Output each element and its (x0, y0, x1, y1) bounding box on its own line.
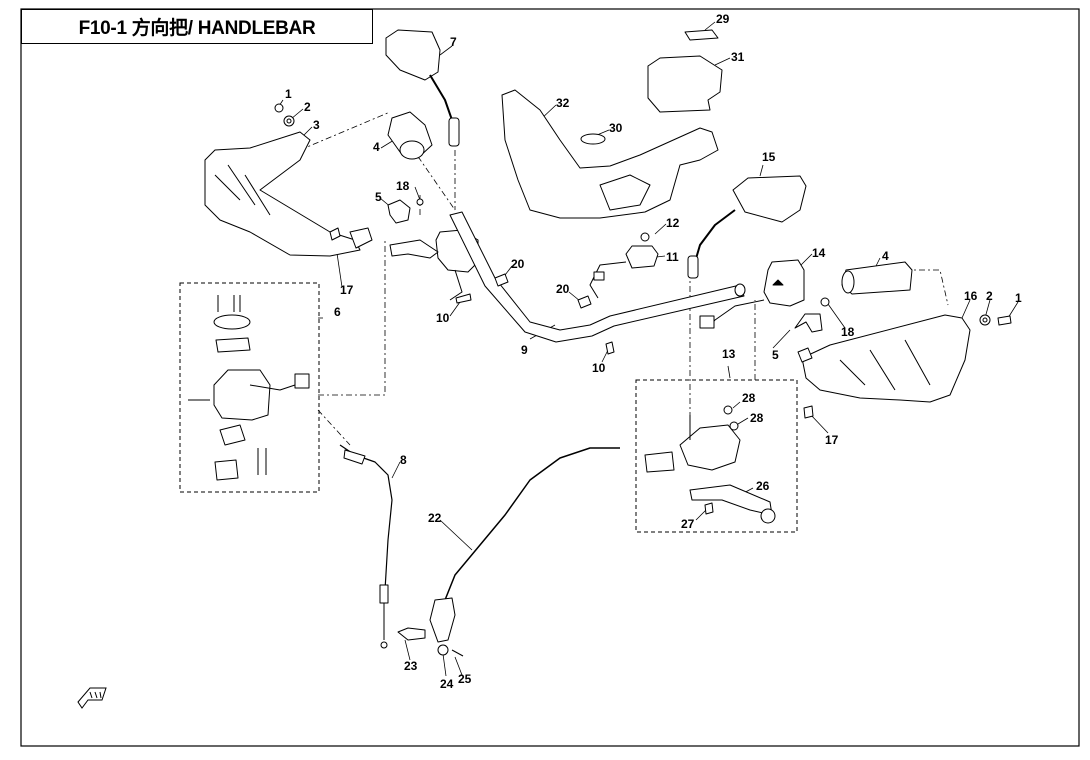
banjo-fitting (429, 597, 456, 643)
right-mirror-base (687, 255, 699, 279)
nut-28-a (723, 405, 733, 415)
screw-10-left (455, 293, 472, 304)
callout-22: 22 (428, 511, 442, 525)
callout-1-left: 1 (285, 87, 292, 101)
callout-29: 29 (716, 12, 730, 26)
callouts: 1 2 3 4 5 6 7 8 9 10 10 11 12 13 14 15 1… (285, 12, 1022, 691)
reservoir-cap (213, 314, 251, 330)
lever-ball-26 (760, 508, 776, 524)
pin-27 (704, 502, 714, 515)
callout-17-right: 17 (825, 433, 839, 447)
screw-1-right (997, 315, 1012, 326)
callout-14: 14 (812, 246, 826, 260)
callout-18-right: 18 (841, 325, 855, 339)
left-grip-end (399, 140, 425, 160)
sheet-border (20, 8, 1080, 747)
plate-29 (684, 29, 719, 41)
master-cylinder-left (213, 369, 271, 421)
screw-17-right (803, 405, 814, 419)
callout-4-left: 4 (373, 140, 380, 154)
callout-10-right: 10 (592, 361, 606, 375)
screw-10-right (605, 341, 615, 355)
clamp-5-left (387, 199, 411, 224)
right-mirror (732, 175, 807, 223)
callout-9: 9 (521, 343, 528, 357)
bolt-23 (397, 627, 426, 641)
brake-hose-22 (444, 447, 620, 601)
right-mirror-stem (694, 209, 736, 263)
clutch-lever-left (389, 239, 439, 259)
right-switch-14 (763, 259, 805, 307)
nut-18-right (820, 297, 830, 307)
clip-20-left (494, 273, 509, 287)
connector-6 (294, 373, 310, 389)
callout-1-right: 1 (1015, 291, 1022, 305)
title-box: F10-1 方向把/ HANDLEBAR (21, 9, 373, 44)
left-handguard (204, 131, 361, 257)
callout-13: 13 (722, 347, 736, 361)
cover-32 (501, 89, 719, 219)
callout-10-left: 10 (436, 311, 450, 325)
right-handguard-16 (801, 314, 971, 403)
callout-23: 23 (404, 659, 418, 673)
callout-28-a: 28 (742, 391, 756, 405)
callout-5-left: 5 (375, 190, 382, 204)
brake-lever-26 (689, 484, 773, 516)
handlebar-end-right (734, 283, 746, 297)
nut-28-b (729, 421, 739, 431)
group-box-6 (179, 282, 320, 493)
screw-17-left (329, 227, 341, 241)
nut-1-left (274, 103, 284, 113)
callout-26: 26 (756, 479, 770, 493)
callout-24: 24 (440, 677, 454, 691)
callout-27: 27 (681, 517, 695, 531)
callout-7: 7 (450, 35, 457, 49)
emblem-30 (580, 133, 606, 145)
callout-16: 16 (964, 289, 978, 303)
callout-15: 15 (762, 150, 776, 164)
assembly-lines (299, 111, 949, 446)
master-cylinder-right (679, 424, 741, 471)
callout-2-left: 2 (304, 100, 311, 114)
left-handguard-rib (214, 164, 271, 216)
right-switch-wire (707, 299, 765, 329)
callout-3: 3 (313, 118, 320, 132)
callout-11: 11 (666, 250, 679, 264)
pin-25 (451, 649, 464, 657)
callout-12: 12 (666, 216, 680, 230)
cover-31 (647, 55, 723, 113)
callout-30: 30 (609, 121, 623, 135)
page-title: F10-1 方向把/ HANDLEBAR (78, 18, 316, 39)
callout-4-right: 4 (882, 249, 889, 263)
left-mirror (385, 29, 441, 81)
callout-2-right: 2 (986, 289, 993, 303)
callout-18-left: 18 (396, 179, 410, 193)
washer-24 (437, 644, 449, 656)
callout-31: 31 (731, 50, 745, 64)
callout-20-left: 20 (511, 257, 525, 271)
fitting-right (644, 451, 675, 473)
bracket-right (797, 347, 813, 363)
callout-8: 8 (400, 453, 407, 467)
throttle-cable-8 (339, 444, 393, 591)
left-mirror-base (448, 117, 460, 147)
callout-32: 32 (556, 96, 570, 110)
callout-5-right: 5 (772, 348, 779, 362)
callout-28-b: 28 (750, 411, 764, 425)
parts (188, 29, 1012, 657)
group-box-13 (635, 379, 798, 533)
front-arrow-icon (77, 687, 107, 709)
callout-17-left: 17 (340, 283, 354, 297)
callout-25: 25 (458, 672, 472, 686)
clamp-5-right (794, 313, 823, 333)
callout-6: 6 (334, 305, 341, 319)
nut-12 (640, 232, 650, 242)
callout-20-right: 20 (556, 282, 570, 296)
nut-18-left (416, 198, 424, 206)
switch-11 (625, 245, 659, 269)
clip-20-right (577, 295, 592, 309)
